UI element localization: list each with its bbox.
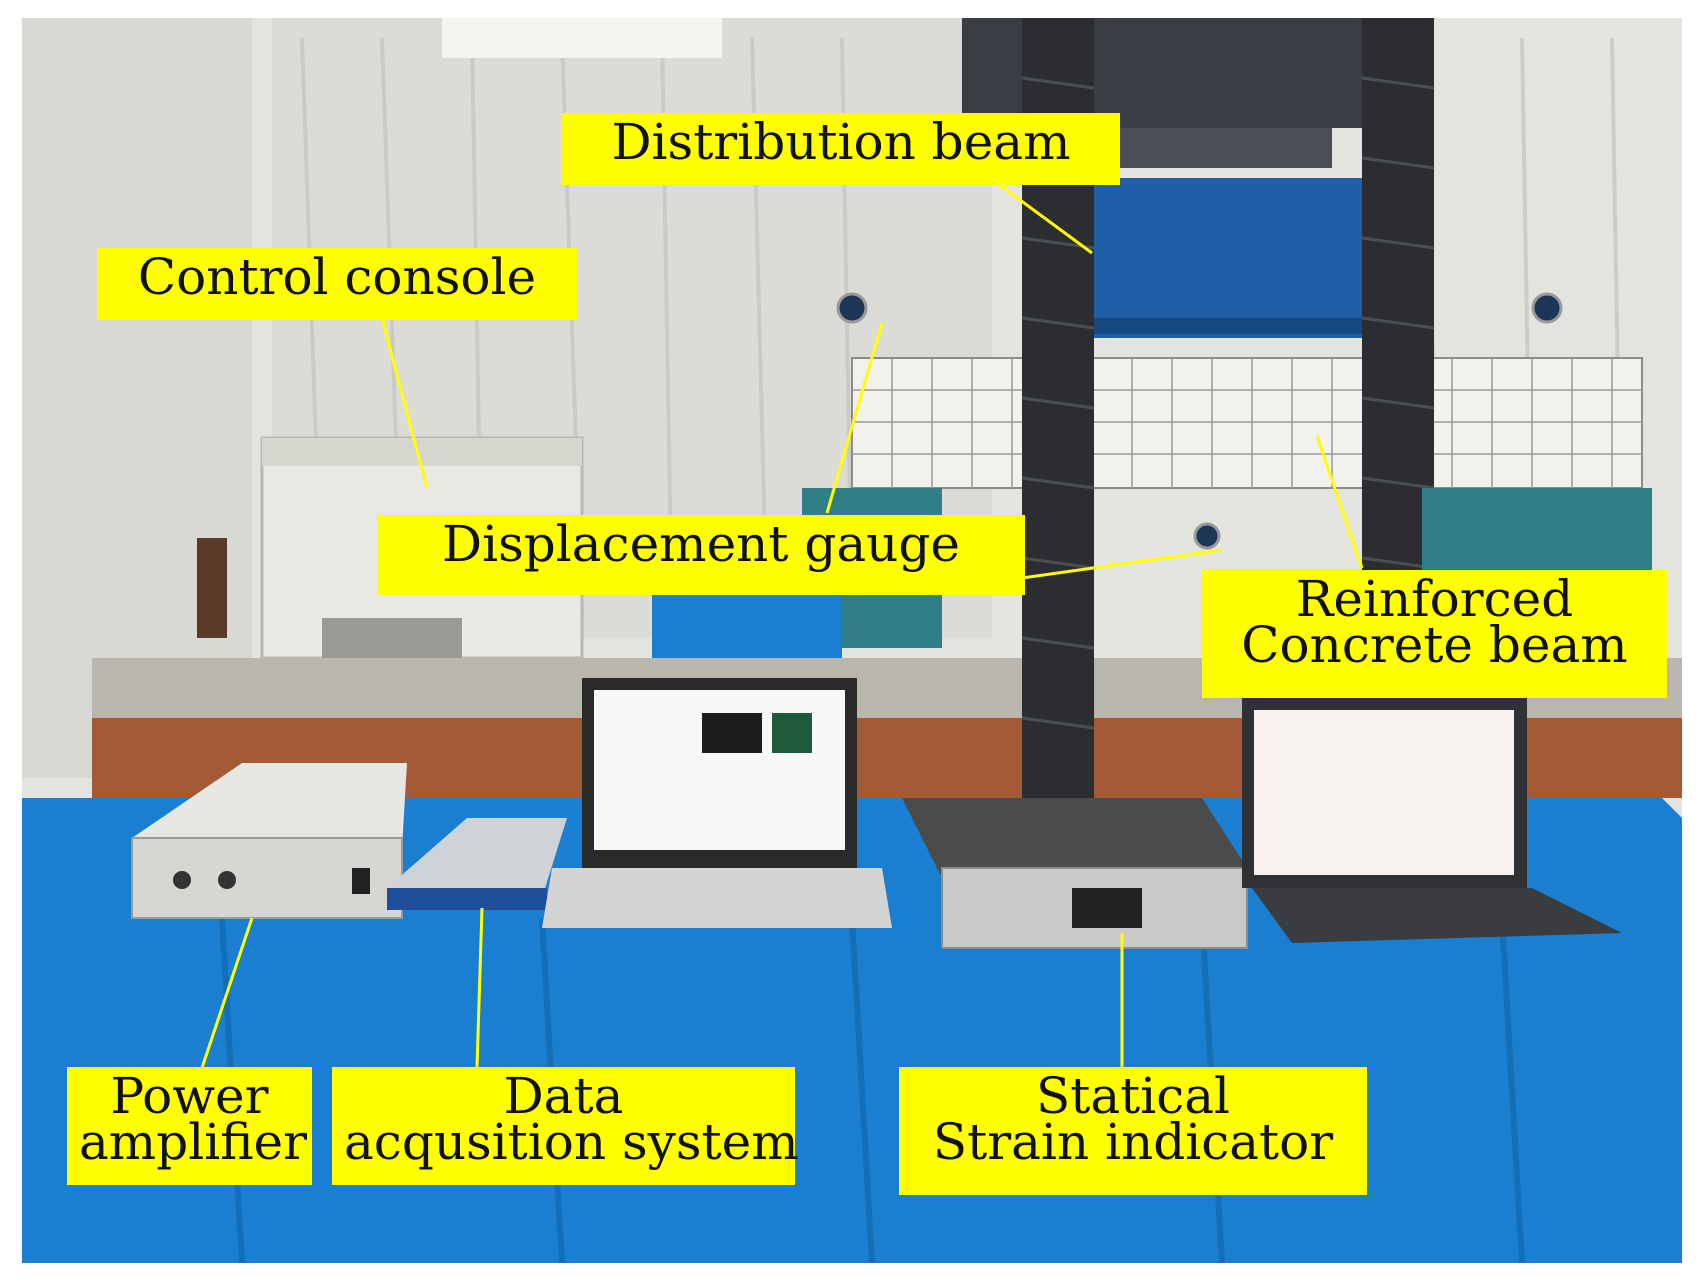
leader-control-console (380, 317, 429, 489)
concrete-beam (851, 357, 1643, 489)
label-daq-system: Data acqusition system (332, 1067, 799, 1185)
leader-displacement-gauge-right (1021, 548, 1223, 580)
daq-box-top (387, 818, 567, 898)
label-displacement-gauge: Displacement gauge (377, 515, 1025, 595)
power-amplifier-top (132, 763, 407, 848)
gauge-middle (1193, 522, 1221, 550)
gauge-left (836, 292, 868, 324)
leader-lines (200, 181, 1364, 1069)
leader-power-amplifier (200, 917, 254, 1069)
laptop-2-keyboard (1252, 888, 1622, 943)
chair (197, 538, 227, 638)
gauge-right (1531, 292, 1563, 324)
leader-daq (475, 907, 484, 1069)
label-distribution-beam: Distribution beam (562, 113, 1120, 185)
lab-photo: Distribution beam Control console Displa… (22, 18, 1682, 1263)
left-wall (22, 18, 252, 778)
daq-box (387, 888, 547, 910)
laptop-2-screen (1254, 710, 1514, 875)
leader-displacement-gauge-left (825, 322, 884, 514)
label-power-amplifier: Power amplifier (67, 1067, 312, 1185)
leader-rc-beam (1315, 435, 1364, 569)
strain-indicator-top (902, 798, 1247, 878)
label-strain-indicator: Statical Strain indicator (899, 1067, 1367, 1195)
laptop-1-keyboard (542, 868, 892, 928)
label-control-console: Control console (97, 248, 577, 320)
leader-distribution-beam (996, 181, 1093, 255)
label-rc-beam: Reinforced Concrete beam (1202, 570, 1667, 698)
distribution-beam (1032, 178, 1422, 338)
